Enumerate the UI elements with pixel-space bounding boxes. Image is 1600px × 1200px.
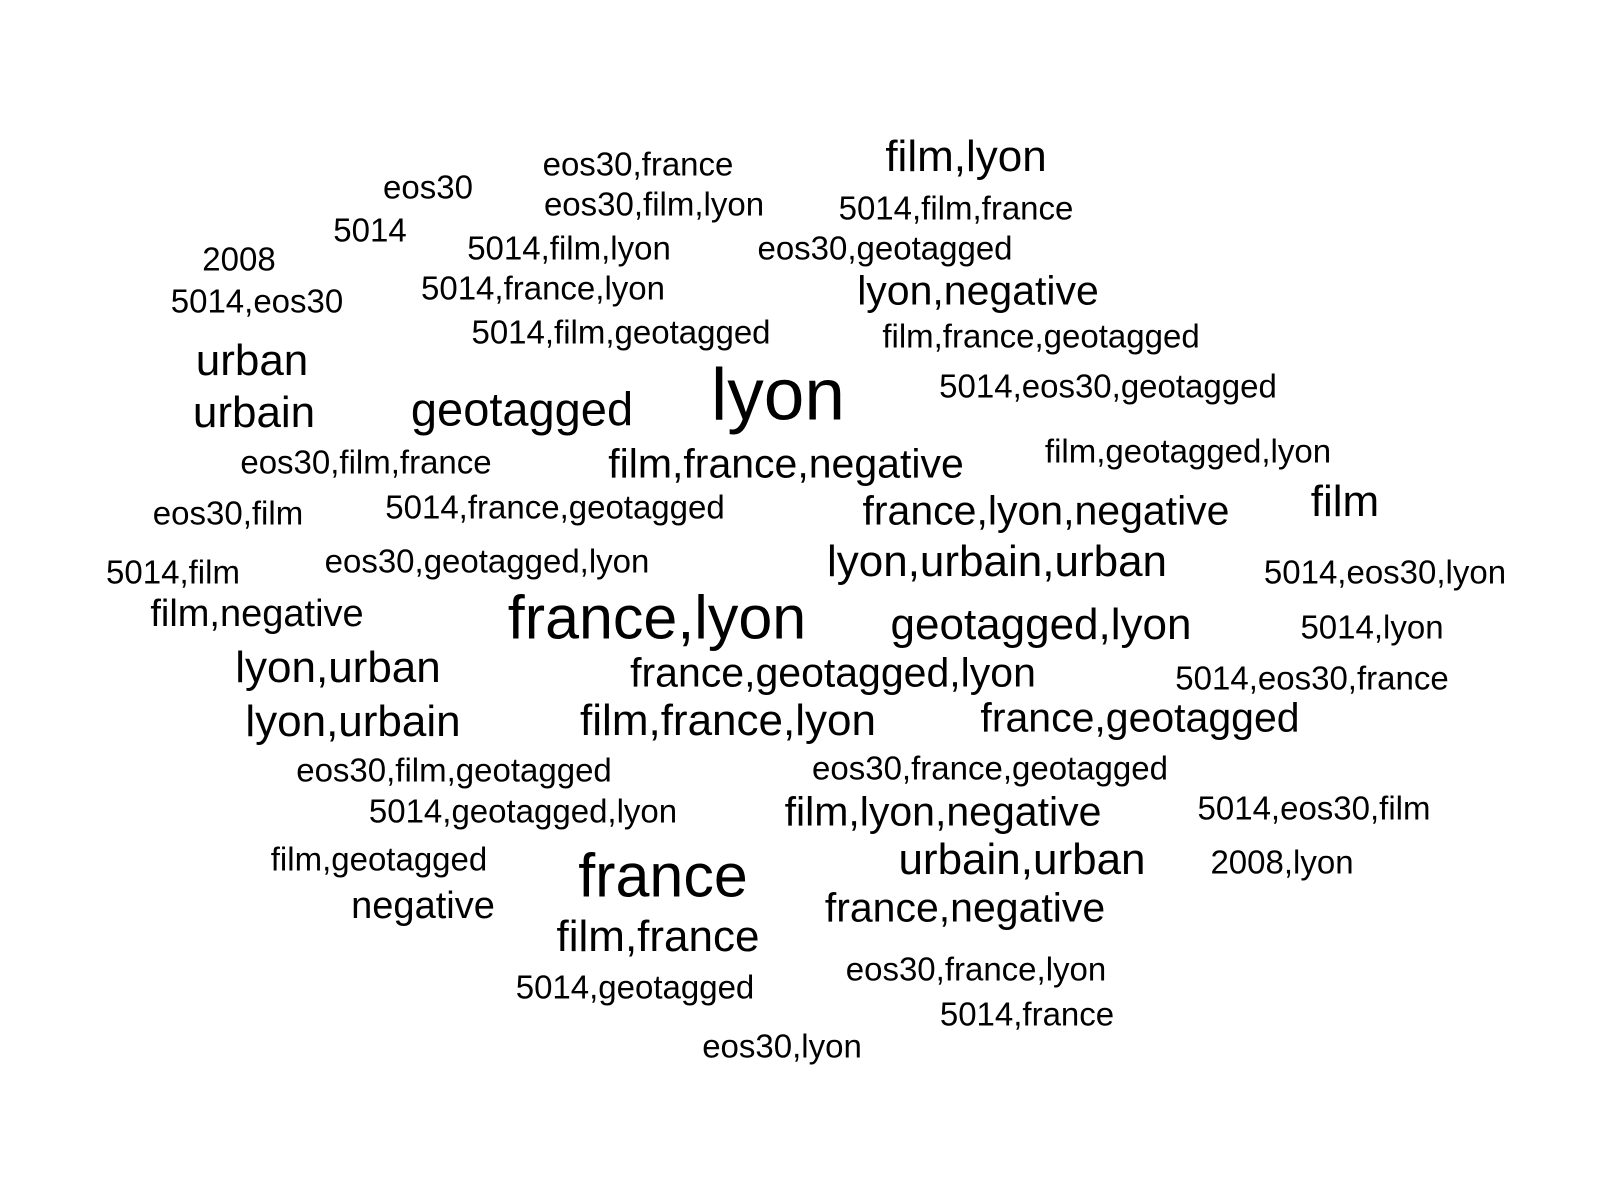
word: urbain,urban bbox=[898, 835, 1146, 884]
word: 5014,film,geotagged bbox=[471, 313, 771, 351]
word: france,lyon,negative bbox=[862, 487, 1230, 534]
word: france,geotagged,lyon bbox=[630, 649, 1036, 696]
word: film,lyon,negative bbox=[784, 788, 1102, 835]
word: urban bbox=[195, 336, 309, 385]
word: 5014,film bbox=[106, 553, 240, 591]
word: eos30,france bbox=[542, 145, 734, 183]
word: film,geotagged,lyon bbox=[1044, 432, 1332, 470]
word: urbain bbox=[192, 388, 316, 437]
word: film,france bbox=[556, 912, 760, 961]
word: 5014,france,lyon bbox=[420, 269, 666, 307]
word: france,negative bbox=[824, 884, 1106, 931]
word: film,geotagged bbox=[270, 840, 488, 878]
word: lyon,urbain,urban bbox=[826, 537, 1168, 586]
word: film,france,negative bbox=[608, 440, 964, 487]
word: film,france,geotagged bbox=[882, 317, 1200, 355]
word: eos30 bbox=[383, 168, 473, 206]
word: eos30,geotagged,lyon bbox=[324, 542, 650, 580]
word: negative bbox=[351, 885, 495, 927]
word: 5014,eos30,france bbox=[1175, 659, 1449, 697]
word: eos30,france,geotagged bbox=[812, 749, 1168, 787]
word: geotagged bbox=[410, 382, 634, 436]
word: france,lyon bbox=[507, 583, 807, 652]
word: france bbox=[578, 841, 748, 910]
word: 2008 bbox=[202, 240, 276, 278]
word: 5014,eos30 bbox=[170, 282, 344, 320]
word: film,lyon bbox=[885, 132, 1047, 181]
word: 5014 bbox=[333, 211, 407, 249]
word: 5014,geotagged,lyon bbox=[368, 792, 678, 830]
word: france,geotagged bbox=[980, 694, 1300, 741]
word: eos30,film bbox=[152, 494, 304, 532]
word: film,france,lyon bbox=[580, 696, 876, 745]
word: 5014,film,lyon bbox=[467, 229, 671, 267]
word: 5014,lyon bbox=[1300, 608, 1444, 646]
word: 2008,lyon bbox=[1210, 843, 1354, 881]
word: 5014,geotagged bbox=[515, 968, 755, 1006]
word: 5014,france,geotagged bbox=[385, 488, 725, 526]
word: 5014,eos30,film bbox=[1197, 789, 1431, 827]
word: eos30,film,geotagged bbox=[296, 751, 612, 789]
word: eos30,lyon bbox=[702, 1027, 862, 1065]
word: lyon,urbain bbox=[245, 697, 461, 746]
word: lyon,urban bbox=[235, 643, 441, 692]
word: eos30,geotagged bbox=[757, 229, 1013, 267]
word: lyon bbox=[711, 354, 845, 436]
word: film,negative bbox=[150, 593, 364, 635]
word: eos30,film,lyon bbox=[543, 185, 765, 223]
word: 5014,film,france bbox=[838, 189, 1074, 227]
word: 5014,eos30,geotagged bbox=[939, 367, 1277, 405]
word: 5014,eos30,lyon bbox=[1263, 553, 1507, 591]
word: eos30,france,lyon bbox=[845, 950, 1107, 988]
word: film bbox=[1310, 477, 1380, 526]
word: 5014,france bbox=[939, 995, 1115, 1033]
word: geotagged,lyon bbox=[890, 600, 1192, 649]
word: eos30,film,france bbox=[240, 443, 492, 481]
word: lyon,negative bbox=[857, 267, 1099, 314]
